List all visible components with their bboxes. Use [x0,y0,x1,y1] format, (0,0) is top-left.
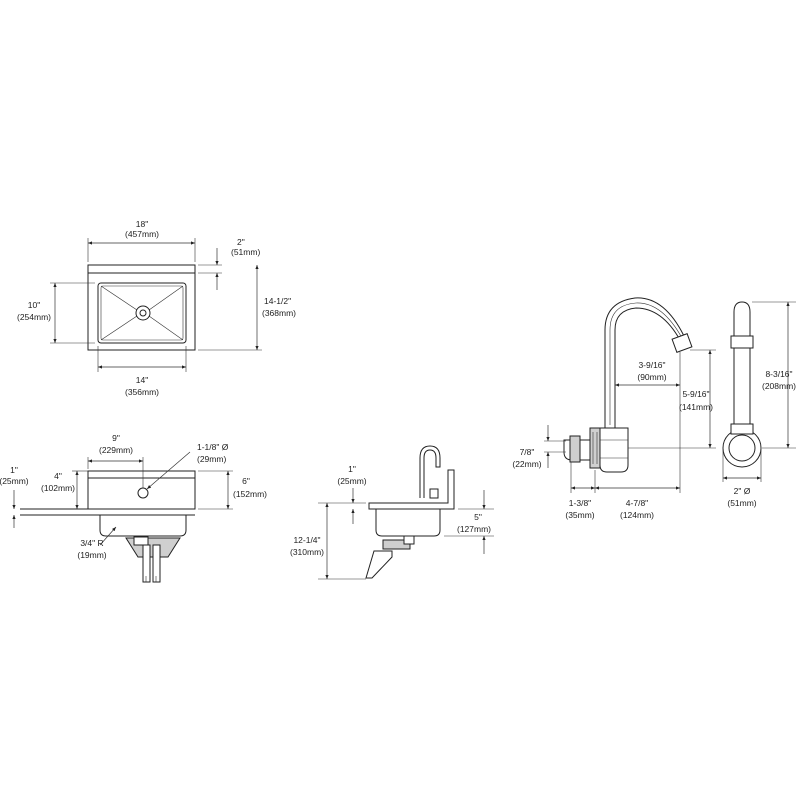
bowl-outer [97,282,187,344]
dim-inlet-mm: (22mm) [512,459,541,469]
drain-icon [135,305,151,321]
dim-rim-mm: (25mm) [0,476,29,486]
dim-hole-height-mm: (102mm) [41,483,75,493]
dim-bowl-width-in: 14" [136,375,148,385]
dim-end-height-in: 8-3/16" [765,369,792,379]
dim-side-rim-in: 1" [348,464,356,474]
dim-hole-in: 1-1/8" Ø [197,442,229,452]
spout-end-tube [733,301,751,426]
dim-inlet-offset-mm: (35mm) [565,510,594,520]
dim-side-depth-mm: (127mm) [457,524,491,534]
dim-backsplash-in: 6" [242,476,250,486]
dim-end-diameter-mm: (51mm) [727,498,756,508]
valve-side [382,539,411,550]
faucet-end-view: 8-3/16" (208mm) 2" Ø (51mm) [722,301,796,508]
dim-spout-reach-mm: (90mm) [637,372,666,382]
dim-bowl-depth-mm: (254mm) [17,312,51,322]
sink-side-profile [368,469,455,510]
dim-inlet-offset-in: 1-3/8" [569,498,591,508]
dim-ledge-in: 2" [237,237,245,247]
aerator-end [730,335,754,349]
dim-ledge-mm: (51mm) [231,247,260,257]
aerator [671,333,693,353]
dim-rim-in: 1" [10,465,18,475]
sink-outline [87,264,196,351]
side-view: 1" (25mm) 5" (127mm) 12-1/4" (310mm) [290,445,494,580]
dim-hole-mm: (29mm) [197,454,226,464]
dim-spout-reach-in: 3-9/16" [638,360,665,370]
dim-width-in: 18" [136,219,148,229]
faucet-body [599,427,629,473]
dim-body-spout-in: 4-7/8" [626,498,648,508]
dim-offset-mm: (229mm) [99,445,133,455]
dim-radius-mm: (19mm) [77,550,106,560]
dim-end-diameter-in: 2" Ø [734,486,751,496]
dim-backsplash-mm: (152mm) [233,489,267,499]
dim-bowl-depth-in: 10" [28,300,40,310]
knee-pedal-right [152,544,161,583]
dim-inlet-in: 7/8" [520,447,535,457]
dim-hole-height-in: 4" [54,471,62,481]
dim-bowl-width-mm: (356mm) [125,387,159,397]
bowl-inner [100,285,184,341]
faucet-view: 3-9/16" (90mm) 5-9/16" (141mm) 7/8" (22m… [512,297,716,520]
dim-side-rim-mm: (25mm) [337,476,366,486]
top-view: 18" (457mm) 2" (51mm) 10" (254mm) 14-1/2… [17,219,296,397]
bowl-front [99,515,187,537]
dim-radius-in: 3/4" R [80,538,103,548]
wall-flange [589,427,601,469]
dim-spout-height-in: 5-9/16" [682,389,709,399]
knee-pedal-left [142,544,151,583]
knee-pedal-side [365,550,393,579]
faucet-hole-icon [137,487,149,499]
body-end-inner [728,434,756,462]
dim-side-depth-in: 5" [474,512,482,522]
dim-depth-in: 14-1/2" [264,296,291,306]
dim-depth-mm: (368mm) [262,308,296,318]
dim-end-height-mm: (208mm) [762,381,796,391]
dim-width-mm: (457mm) [125,229,159,239]
dim-spout-height-mm: (141mm) [679,402,713,412]
bowl-side [375,509,441,537]
dim-offset-in: 9" [112,433,120,443]
dim-height-in: 12-1/4" [293,535,320,545]
dim-height-mm: (310mm) [290,547,324,557]
spout-side [419,445,441,498]
front-view: 9" (229mm) 1-1/8" Ø (29mm) 1" (25mm) 4" … [0,433,267,583]
dim-body-spout-mm: (124mm) [620,510,654,520]
